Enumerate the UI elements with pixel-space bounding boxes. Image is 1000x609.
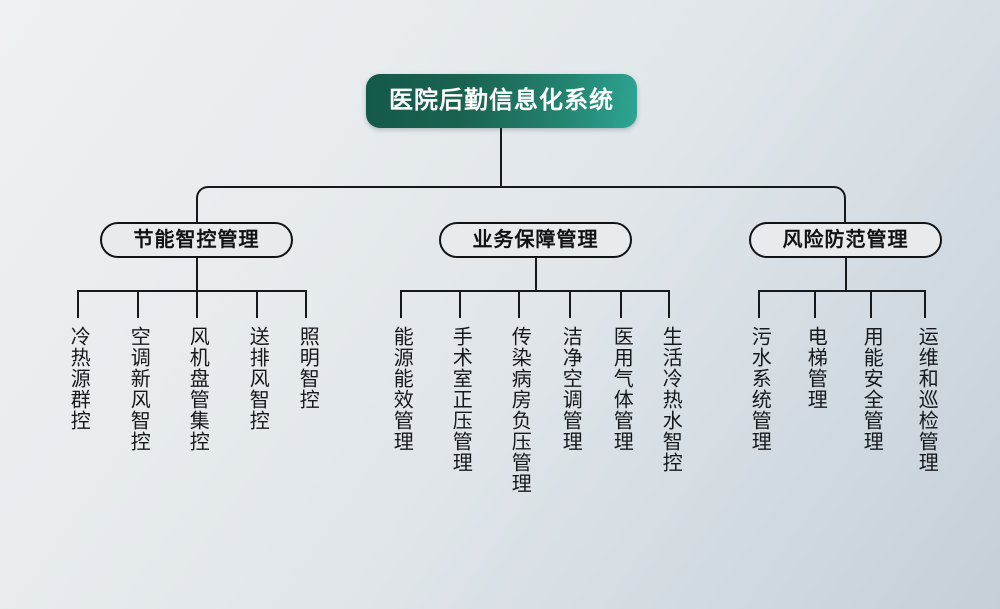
level2-bus-connector [196,186,846,222]
branch-1-leaf-stem-3 [196,290,198,318]
branch-3-leaf-bus-connector [758,290,926,318]
leaf-label[interactable]: 洁净空调管理 [559,326,582,452]
branch-node-1[interactable]: 节能智控管理 [100,222,293,258]
leaf-label[interactable]: 运维和巡检管理 [915,326,938,473]
branch-node-1-label: 节能智控管理 [133,229,260,251]
branch-node-2[interactable]: 业务保障管理 [439,222,632,258]
root-node-label: 医院后勤信息化系统 [389,87,614,114]
leaf-label[interactable]: 电梯管理 [804,326,827,410]
leaf-label[interactable]: 冷热源群控 [67,326,90,431]
branch-2-stem-connector [535,258,537,290]
leaf-label[interactable]: 生活冷热水智控 [659,326,682,473]
branch-2-leaf-stem-3 [518,290,520,318]
root-node[interactable]: 医院后勤信息化系统 [366,74,637,128]
root-stem-connector [500,128,502,186]
branch-1-stem-connector [196,258,198,290]
branch-2-leaf-stem-4 [569,290,571,318]
leaf-label[interactable]: 空调新风智控 [127,326,150,452]
branch-3-stem-connector [845,258,847,290]
leaf-label[interactable]: 风机盘管集控 [186,326,209,452]
branch-1-leaf-stem-2 [137,290,139,318]
leaf-label[interactable]: 医用气体管理 [610,326,633,452]
leaf-label[interactable]: 能源能效管理 [390,326,413,452]
leaf-label[interactable]: 照明智控 [296,326,319,410]
branch-2-leaf-stem-2 [459,290,461,318]
branch-node-3[interactable]: 风险防范管理 [749,222,942,258]
leaf-label[interactable]: 传染病房负压管理 [508,326,531,494]
leaf-label[interactable]: 送排风智控 [246,326,269,431]
branch-3-leaf-stem-3 [870,290,872,318]
leaf-label[interactable]: 手术室正压管理 [449,326,472,473]
branch-2-leaf-bus-connector [400,290,670,318]
branch-3-leaf-stem-2 [814,290,816,318]
leaf-label[interactable]: 用能安全管理 [860,326,883,452]
branch-node-3-label: 风险防范管理 [782,229,909,251]
branch-1-leaf-bus-connector [77,290,307,318]
branch-1-leaf-stem-4 [256,290,258,318]
leaf-label[interactable]: 污水系统管理 [748,326,771,452]
branch-2-leaf-stem-5 [620,290,622,318]
branch-node-2-label: 业务保障管理 [472,229,599,251]
